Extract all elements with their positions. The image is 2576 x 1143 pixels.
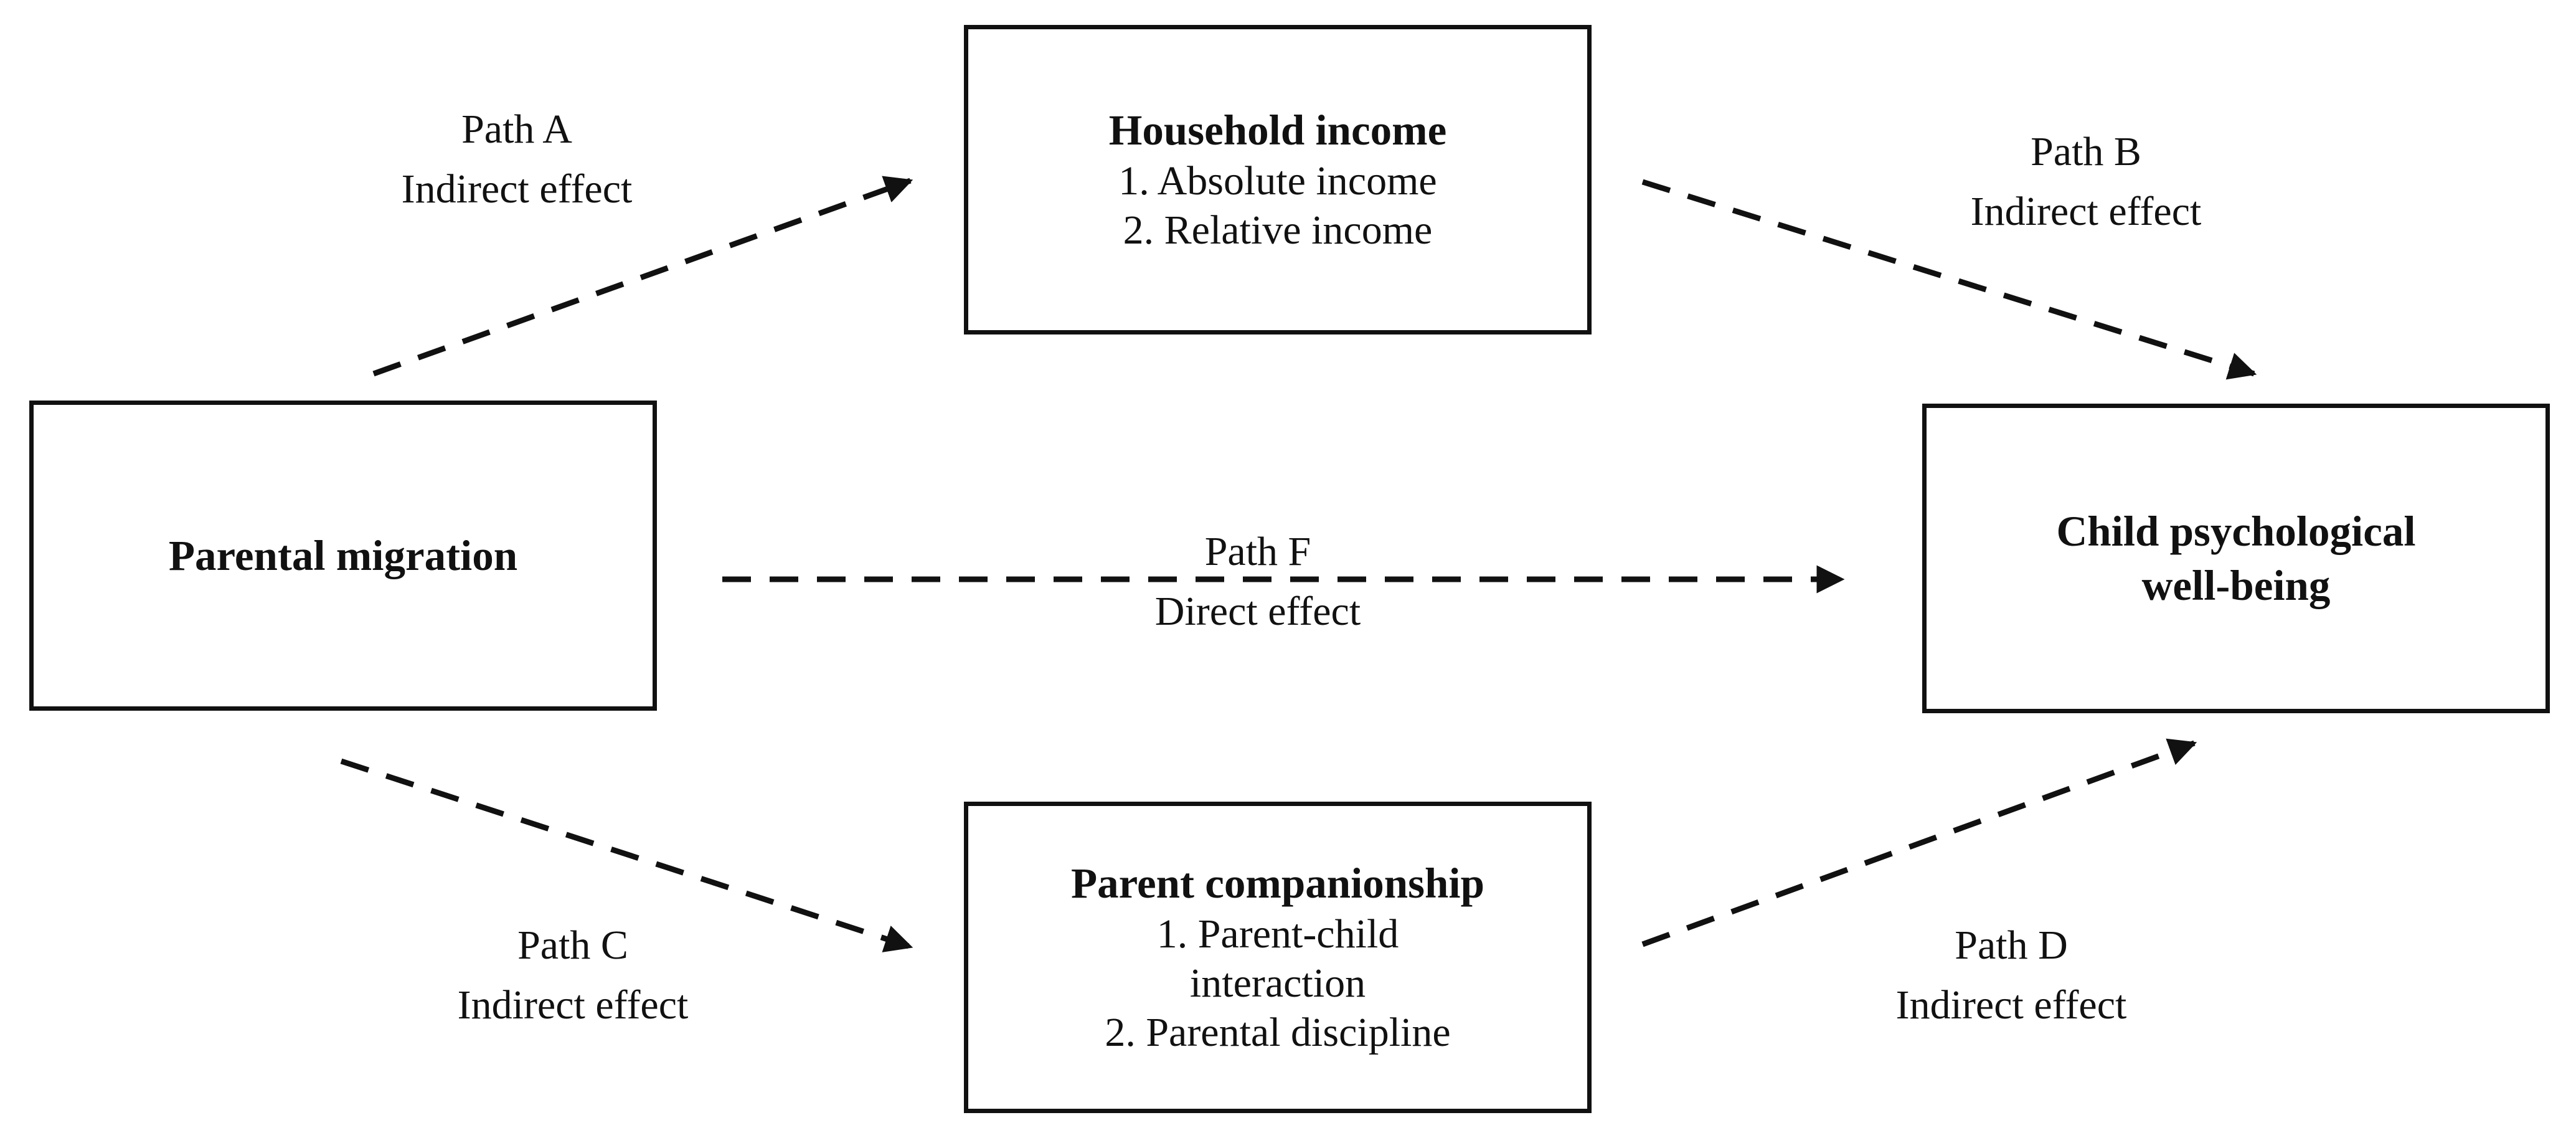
arrow-path-c (340, 758, 913, 952)
path-b-name: Path B (2031, 129, 2141, 174)
path-b-label: Path B Indirect effect (1905, 122, 2267, 241)
relative-income-item: 2. Relative income (1123, 207, 1433, 253)
path-d-label: Path D Indirect effect (1831, 916, 2192, 1035)
path-a-name: Path A (461, 107, 572, 152)
arrow-path-a (372, 176, 913, 377)
path-c-name: Path C (517, 922, 628, 968)
parental-migration-title: Parental migration (168, 531, 518, 579)
child-wellbeing-title-line-1: Child psychological (2056, 508, 2416, 556)
path-a-label: Path A Indirect effect (336, 100, 697, 219)
path-c-label: Path C Indirect effect (392, 916, 753, 1035)
absolute-income-item: 1. Absolute income (1118, 158, 1437, 204)
child-wellbeing-box: Child psychological well-being (1922, 404, 2550, 713)
path-d-name: Path D (1955, 922, 2068, 968)
path-d-effect: Indirect effect (1895, 982, 2127, 1028)
arrow-path-d (1641, 738, 2197, 947)
child-wellbeing-title-line-2: well-being (2141, 561, 2331, 609)
path-c-effect: Indirect effect (457, 982, 689, 1028)
parental-discipline-item: 2. Parental discipline (1105, 1009, 1451, 1055)
path-f-label: Path F Direct effect (1077, 522, 1438, 641)
path-b-effect: Indirect effect (1970, 188, 2202, 234)
household-income-title: Household income (1108, 106, 1447, 154)
household-income-box: Household income 1. Absolute income 2. R… (964, 25, 1592, 334)
path-a-effect: Indirect effect (401, 166, 633, 212)
parent-companionship-box: Parent companionship 1. Parent-child int… (964, 802, 1592, 1113)
arrow-path-b (1641, 179, 2257, 380)
path-f-effect: Direct effect (1154, 588, 1361, 634)
parent-child-item: 1. Parent-child (1156, 911, 1399, 957)
parental-migration-box: Parental migration (29, 401, 657, 711)
interaction-item: interaction (1189, 960, 1366, 1006)
path-f-name: Path F (1204, 529, 1311, 574)
parent-companionship-title: Parent companionship (1071, 859, 1484, 907)
